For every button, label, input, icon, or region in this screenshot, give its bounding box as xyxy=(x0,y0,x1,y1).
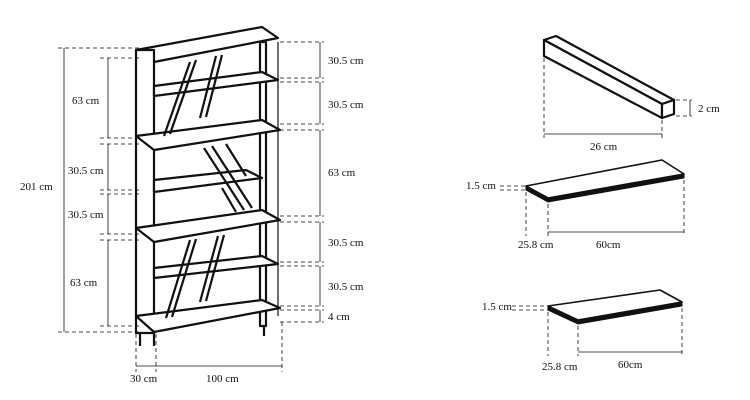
right-dimensions: 30.5 cm 30.5 cm 63 cm 30.5 cm 30.5 cm 4 … xyxy=(280,41,364,323)
beam-length-label: 26 cm xyxy=(590,141,618,153)
left-section-2-label: 30.5 cm xyxy=(68,165,104,177)
width-label: 100 cm xyxy=(206,373,239,385)
board-b-length-label: 60cm xyxy=(618,359,643,371)
right-section-4-label: 30.5 cm xyxy=(328,237,364,249)
bookshelf-drawing xyxy=(134,25,282,346)
board-b-thickness-label: 1.5 cm xyxy=(482,301,512,313)
right-section-6-label: 4 cm xyxy=(328,311,350,323)
board-a-length-label: 60cm xyxy=(596,239,621,251)
right-post xyxy=(258,40,268,328)
beam-thickness-label: 2 cm xyxy=(698,103,720,115)
right-section-3-label: 63 cm xyxy=(328,167,356,179)
board-a-thickness-label: 1.5 cm xyxy=(466,180,496,192)
board-a-depth-label: 25.8 cm xyxy=(518,239,554,251)
right-section-2-label: 30.5 cm xyxy=(328,99,364,111)
top-panel xyxy=(134,25,280,64)
left-section-1-label: 63 cm xyxy=(72,95,100,107)
depth-label: 30 cm xyxy=(130,373,158,385)
board-b-depth-label: 25.8 cm xyxy=(542,361,578,373)
total-height-label: 201 cm xyxy=(20,181,53,193)
left-section-3-label: 30.5 cm xyxy=(68,209,104,221)
right-section-5-label: 30.5 cm xyxy=(328,281,364,293)
right-section-1-label: 30.5 cm xyxy=(328,55,364,67)
left-section-4-label: 63 cm xyxy=(70,277,98,289)
board-b-part: 1.5 cm 25.8 cm 60cm xyxy=(482,289,683,373)
diagonal-dividers xyxy=(162,54,253,319)
left-dimensions: 201 cm 63 cm 30.5 cm 30.5 cm 63 cm xyxy=(20,47,140,333)
beam-part: 26 cm 2 cm xyxy=(542,34,720,153)
left-post xyxy=(134,48,156,335)
board-a-part: 1.5 cm 25.8 cm 60cm xyxy=(466,159,685,251)
bottom-dimensions: 30 cm 100 cm xyxy=(130,322,283,385)
